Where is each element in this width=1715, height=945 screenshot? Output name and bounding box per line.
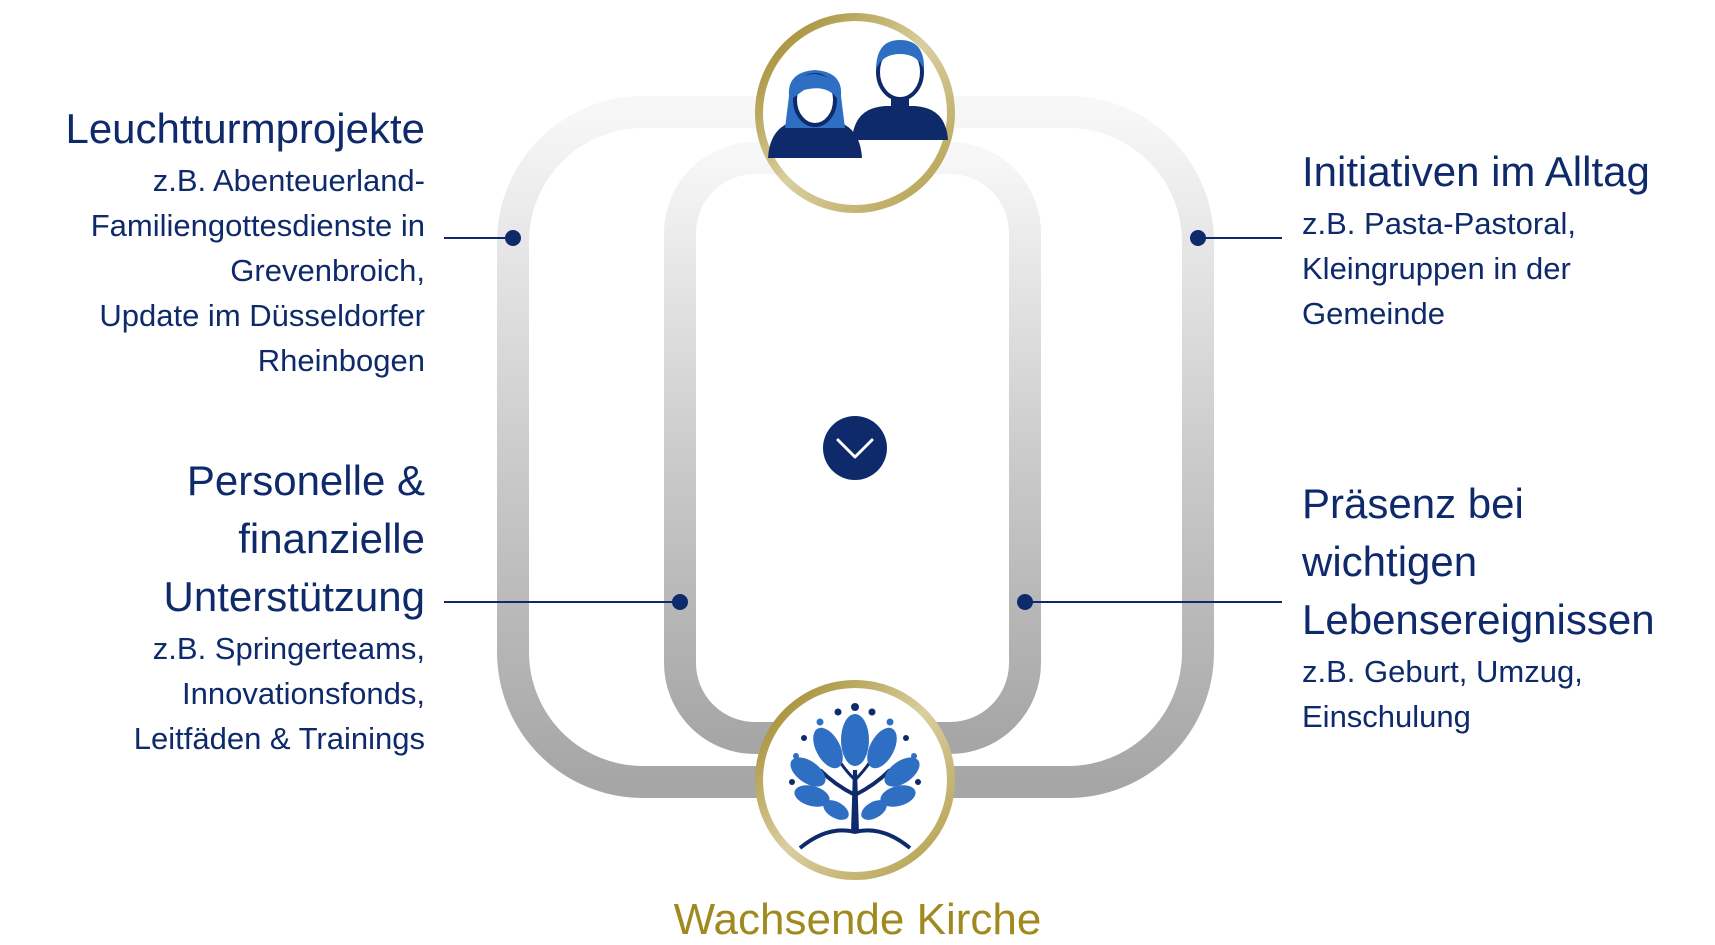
- praesenz-title-2: wichtigen: [1302, 538, 1478, 585]
- praesenz-line-2: Einschulung: [1302, 699, 1471, 734]
- praesenz-title-3: Lebensereignissen: [1302, 596, 1655, 643]
- initiativen-line-3: Gemeinde: [1302, 296, 1446, 331]
- personelle-line-1: z.B. Springerteams,: [152, 631, 425, 666]
- people-icon: [768, 40, 948, 158]
- chevron-down-icon[interactable]: [823, 416, 887, 480]
- personelle-line-2: Innovationsfonds,: [181, 676, 425, 711]
- leuchtturm-line-1: z.B. Abenteuerland-: [152, 163, 425, 198]
- connector-leuchtturm: [444, 230, 521, 246]
- label-leuchtturmprojekte: Leuchtturmprojekte z.B. Abenteuerland- F…: [0, 100, 425, 383]
- praesenz-line-1: z.B. Geburt, Umzug,: [1302, 654, 1583, 689]
- leuchtturm-title: Leuchtturmprojekte: [65, 105, 425, 152]
- tree-icon: [789, 703, 921, 850]
- connector-praesenz: [1017, 594, 1282, 610]
- personelle-title-3: Unterstützung: [163, 573, 425, 620]
- label-praesenz-lebensereignisse: Präsenz bei wichtigen Lebensereignissen …: [1302, 475, 1712, 739]
- caption-wachsende-kirche: Wachsende Kirche: [673, 895, 1042, 944]
- label-initiativen-im-alltag: Initiativen im Alltag z.B. Pasta-Pastora…: [1302, 143, 1702, 336]
- initiativen-line-2: Kleingruppen in der: [1302, 251, 1571, 286]
- personelle-title-1: Personelle &: [186, 457, 425, 504]
- initiativen-title: Initiativen im Alltag: [1302, 148, 1650, 195]
- leuchtturm-line-5: Rheinbogen: [257, 343, 425, 378]
- initiativen-line-1: z.B. Pasta-Pastoral,: [1302, 206, 1576, 241]
- label-personelle-unterstuetzung: Personelle & finanzielle Unterstützung z…: [0, 452, 425, 761]
- leuchtturm-line-2: Familiengottesdienste in: [90, 208, 425, 243]
- connector-personelle: [444, 594, 688, 610]
- leuchtturm-line-4: Update im Düsseldorfer: [99, 298, 425, 333]
- praesenz-title-1: Präsenz bei: [1302, 480, 1524, 527]
- leuchtturm-line-3: Grevenbroich,: [230, 253, 425, 288]
- personelle-title-2: finanzielle: [238, 515, 425, 562]
- personelle-line-3: Leitfäden & Trainings: [133, 721, 425, 756]
- connector-initiativen: [1190, 230, 1282, 246]
